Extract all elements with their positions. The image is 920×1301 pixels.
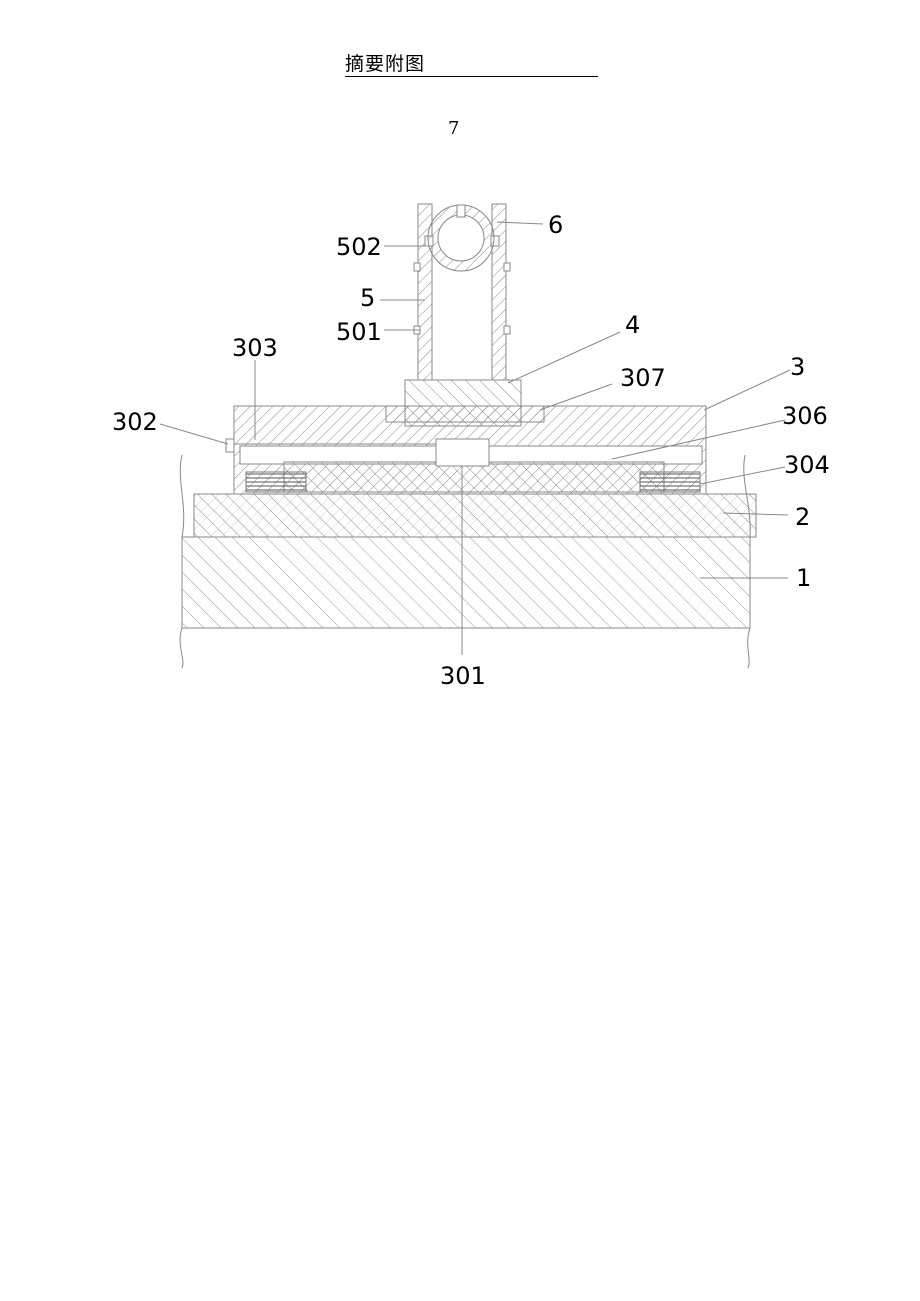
label-502: 502 bbox=[336, 233, 382, 261]
label-306: 306 bbox=[782, 402, 828, 430]
label-4: 4 bbox=[625, 311, 640, 339]
part-2-layer bbox=[193, 493, 757, 538]
part-1-base-plate bbox=[179, 454, 751, 669]
label-304: 304 bbox=[784, 451, 830, 479]
label-302: 302 bbox=[112, 408, 158, 436]
part-5-columns bbox=[413, 203, 511, 381]
page-number: 7 bbox=[448, 118, 460, 139]
label-6: 6 bbox=[548, 211, 563, 239]
leader-lines bbox=[159, 221, 791, 655]
label-3: 3 bbox=[790, 353, 805, 381]
label-303: 303 bbox=[232, 334, 278, 362]
header-title: 摘要附图 bbox=[345, 53, 426, 75]
label-301: 301 bbox=[440, 662, 486, 690]
label-1: 1 bbox=[796, 564, 811, 592]
part-4-block bbox=[404, 379, 522, 427]
label-2: 2 bbox=[795, 503, 810, 531]
label-307: 307 bbox=[620, 364, 666, 392]
label-501: 501 bbox=[336, 318, 382, 346]
label-5: 5 bbox=[360, 284, 375, 312]
page-header: 摘要附图 bbox=[345, 46, 598, 77]
part-labels: 6 502 5 501 4 303 307 3 302 306 304 2 1 … bbox=[112, 211, 830, 690]
part-6-pipe bbox=[427, 204, 495, 272]
